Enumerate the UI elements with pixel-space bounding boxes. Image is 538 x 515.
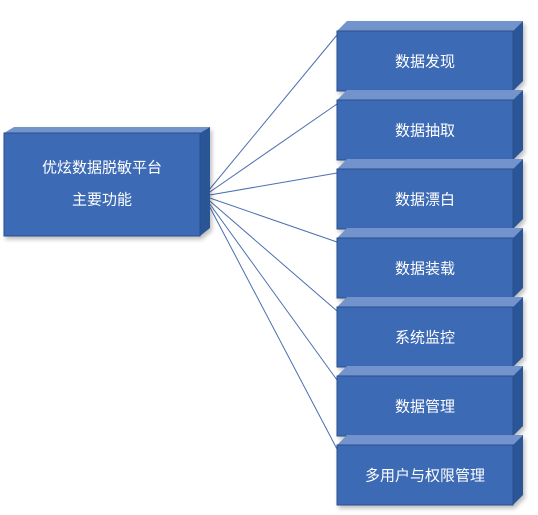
feature-node-face	[336, 237, 514, 299]
feature-node-top	[337, 159, 523, 169]
feature-node-side	[513, 228, 523, 298]
feature-node-face	[336, 99, 514, 161]
feature-node-6: 数据管理	[336, 366, 523, 437]
feature-node-side	[513, 435, 523, 505]
connector-line-7	[203, 195, 338, 450]
feature-node-top	[337, 21, 523, 31]
feature-node-face	[336, 375, 514, 437]
root-title-line-1: 优炫数据脱敏平台	[42, 159, 162, 177]
feature-node-side	[513, 366, 523, 436]
feature-node-top	[337, 228, 523, 238]
root-title-line-2: 主要功能	[72, 191, 132, 209]
feature-node-1: 数据发现	[336, 21, 523, 92]
root-node-side	[200, 127, 210, 236]
feature-node-face	[336, 168, 514, 230]
feature-node-side	[513, 297, 523, 367]
connector-lines	[203, 34, 338, 450]
root-node-top	[4, 127, 210, 133]
connector-line-1	[203, 34, 338, 197]
connector-line-6	[203, 195, 338, 381]
feature-label-1: 数据发现	[395, 53, 455, 71]
feature-node-side	[513, 159, 523, 229]
connector-line-2	[203, 103, 338, 197]
feature-node-top	[337, 297, 523, 307]
feature-node-5: 系统监控	[336, 297, 523, 368]
feature-node-top	[337, 90, 523, 100]
feature-node-top	[337, 435, 523, 445]
root-node: 优炫数据脱敏平台 主要功能	[3, 127, 210, 237]
root-node-face	[3, 132, 201, 237]
feature-node-3: 数据漂白	[336, 159, 523, 230]
feature-label-4: 数据装载	[395, 260, 455, 278]
connector-line-4	[203, 195, 338, 243]
feature-node-side	[513, 21, 523, 91]
feature-node-2: 数据抽取	[336, 90, 523, 161]
feature-node-face	[336, 444, 514, 506]
feature-node-face	[336, 306, 514, 368]
feature-label-2: 数据抽取	[395, 122, 455, 140]
feature-node-top	[337, 366, 523, 376]
feature-label-7: 多用户与权限管理	[365, 467, 485, 485]
connector-line-5	[203, 195, 338, 312]
feature-node-7: 多用户与权限管理	[336, 435, 523, 506]
feature-label-3: 数据漂白	[395, 191, 455, 209]
feature-label-5: 系统监控	[395, 329, 455, 347]
feature-label-6: 数据管理	[395, 398, 455, 416]
feature-node-side	[513, 90, 523, 160]
feature-node-face	[336, 30, 514, 92]
connector-line-3	[203, 172, 338, 197]
feature-node-4: 数据装载	[336, 228, 523, 299]
